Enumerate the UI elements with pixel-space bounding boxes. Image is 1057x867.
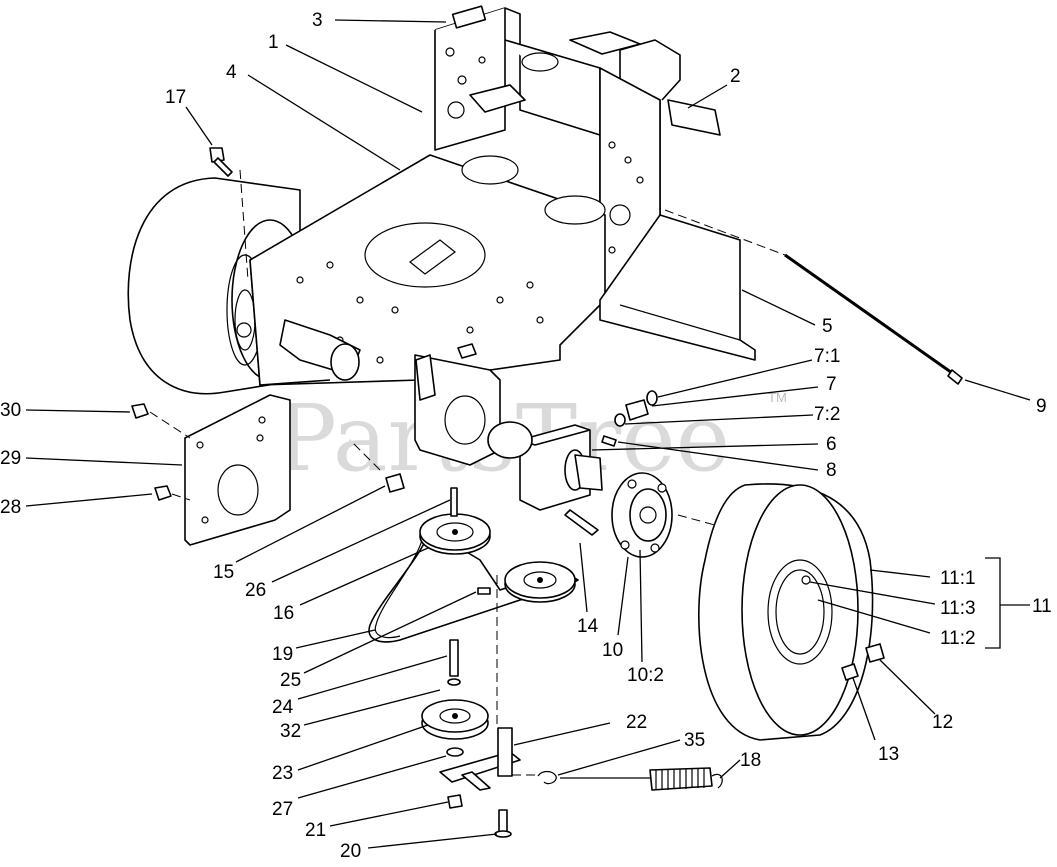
callout-24: 24 [272,697,294,718]
nut-21 [447,794,463,809]
pin-26 [450,487,458,517]
pulley-16 [419,513,491,555]
callout-12: 12 [932,712,953,733]
gearbox-6 [487,421,603,511]
callout-4: 4 [226,62,237,83]
callout-11-1: 11:1 [940,568,976,589]
callout-3: 3 [312,10,323,31]
callout-labels: 3 1 4 17 2 5 9 7:1 7 7:2 6 8 30 29 28 15… [0,10,1052,862]
main-deck-frame [249,154,606,386]
gearbox-mount-plate [414,354,501,466]
spring-18 [560,767,723,791]
pulley-25 [477,561,576,603]
callout-21: 21 [305,820,326,841]
cable-9 [664,209,963,385]
callout-14: 14 [577,616,599,637]
side-plate-29 [184,394,291,546]
nut-28 [154,485,191,501]
callout-11: 11 [1032,596,1052,617]
callout-32: 32 [280,721,301,742]
callout-5: 5 [822,316,833,337]
bolt-24 [447,639,461,686]
callout-13: 13 [878,744,899,765]
bolt-20 [494,809,512,838]
callout-28: 28 [0,497,21,518]
callout-6: 6 [826,434,837,455]
callout-1: 1 [268,32,279,53]
callout-17: 17 [165,87,186,108]
callout-7-1: 7:1 [814,346,840,367]
right-wheel-11 [698,483,874,741]
callout-25: 25 [280,670,301,691]
watermark-trademark: TM [768,390,787,405]
callout-2: 2 [730,66,741,87]
callout-11-3: 11:3 [940,598,976,619]
callout-19: 19 [272,644,293,665]
callout-10-2: 10:2 [627,665,664,686]
callout-26: 26 [245,580,266,601]
lug-nut-12 [865,643,885,663]
callout-20: 20 [340,841,361,862]
callout-22: 22 [626,712,647,733]
lug-nut-13 [841,663,859,681]
plate-2 [667,99,721,136]
callout-7-2: 7:2 [814,404,840,425]
idler-arm-22 [439,727,521,791]
link-35 [512,770,557,785]
callout-23: 23 [272,763,293,784]
callout-11-2: 11:2 [940,628,976,649]
callout-7: 7 [826,374,837,395]
wheel-bolt-17 [209,147,249,281]
callout-10: 10 [602,640,623,661]
callout-16: 16 [273,603,294,624]
callout-35: 35 [684,730,705,751]
callout-18: 18 [740,750,761,771]
leader-lines [25,19,1031,849]
callout-9: 9 [1036,396,1047,417]
callout-15: 15 [213,562,234,583]
rear-frame [434,5,681,311]
bolt-15 [349,439,405,493]
stud-14 [564,509,599,536]
idler-pulley-23 [421,699,489,740]
callout-30: 30 [0,400,21,421]
key-8 [601,435,617,447]
nut-30 [131,403,191,439]
fitting-7 [614,390,658,427]
callout-8: 8 [826,460,837,481]
bracket-5 [599,214,756,361]
callout-29: 29 [0,448,21,469]
callout-27: 27 [272,799,293,820]
hub-10 [611,472,771,558]
washer-27 [446,747,464,757]
